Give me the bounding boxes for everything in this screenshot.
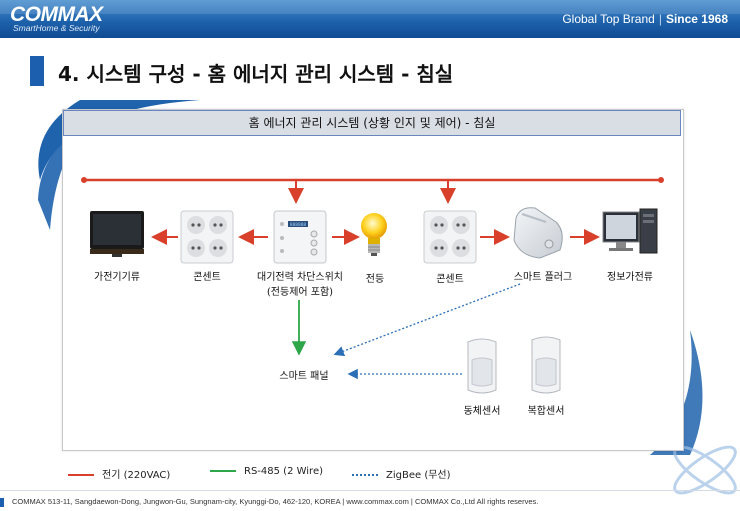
svg-text:888888: 888888	[290, 222, 307, 228]
legend-rs485-label: RS-485 (2 Wire)	[244, 466, 324, 477]
diagram-panel: 홈 에너지 관리 시스템 (상황 인지 및 제어) - 침실	[62, 109, 684, 451]
label-light: 전등	[365, 274, 385, 285]
page-title: 4. 시스템 구성 - 홈 에너지 관리 시스템 - 침실	[58, 62, 454, 86]
outlet-icon-2	[423, 210, 477, 264]
tagline-brand: Global Top Brand	[562, 12, 655, 26]
footer-divider	[0, 490, 740, 491]
computer-icon	[602, 208, 658, 254]
combo-sensor-icon	[531, 336, 561, 394]
legend-zigbee-label: ZigBee (무선)	[386, 470, 451, 481]
tagline: Global Top Brand|Since 1968	[562, 12, 728, 26]
label-smart-plug: 스마트 플러그	[513, 272, 573, 283]
zigbee-links	[333, 283, 521, 380]
footer-text: COMMAX 513-11, Sangdaewon-Dong, Jungwon-…	[12, 497, 539, 506]
label-standby-switch-sub: (전등제어 포함)	[266, 287, 334, 298]
legend-rs485-swatch	[210, 470, 236, 472]
label-motion-sensor: 동체센서	[463, 406, 501, 417]
header-bar: COMMAX SmartHome & Security Global Top B…	[0, 0, 740, 38]
tagline-separator: |	[658, 12, 662, 26]
panel-title: 홈 에너지 관리 시스템 (상황 인지 및 제어) - 침실	[63, 110, 681, 136]
legend-electric-swatch	[68, 474, 94, 476]
label-outlet-2: 콘센트	[436, 274, 464, 285]
label-standby-switch: 대기전력 차단스위치	[257, 272, 343, 283]
logo-subtitle: SmartHome & Security	[13, 23, 100, 33]
legend-zigbee: ZigBee (무선)	[352, 466, 451, 481]
electric-bus	[81, 177, 664, 204]
label-smart-panel: 스마트 패널	[279, 371, 329, 382]
legend-rs485: RS-485 (2 Wire)	[210, 466, 323, 477]
legend-electric: 전기 (220VAC)	[68, 466, 170, 481]
legend-zigbee-swatch	[352, 474, 378, 476]
outlet-icon-1	[180, 210, 234, 264]
legend-electric-label: 전기 (220VAC)	[102, 470, 171, 481]
light-bulb-icon	[361, 213, 387, 256]
header-shine	[0, 0, 740, 14]
label-it-device: 정보가전류	[607, 272, 653, 283]
label-combo-sensor: 복합센서	[527, 406, 565, 417]
title-accent-bar	[30, 56, 44, 86]
label-appliance: 가전기기류	[94, 272, 140, 283]
motion-sensor-icon	[467, 338, 497, 394]
commax-logo: COMMAX	[10, 3, 103, 26]
tagline-since: Since 1968	[665, 12, 728, 26]
label-outlet-1: 콘센트	[193, 272, 221, 283]
smart-plug-icon	[513, 207, 563, 259]
tv-icon	[90, 211, 144, 257]
standby-switch-icon: 888888	[273, 210, 327, 264]
footer-accent	[0, 498, 4, 507]
